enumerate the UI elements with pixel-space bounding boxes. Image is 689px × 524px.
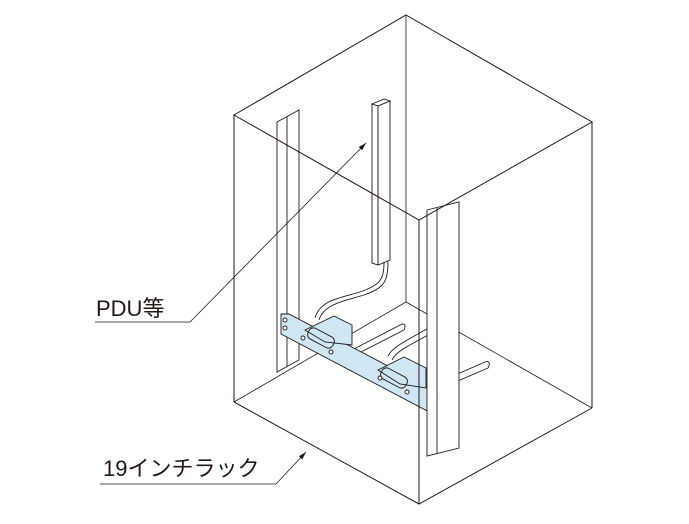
pdu-label: PDU等 — [96, 296, 165, 321]
rack-box-outline — [232, 14, 594, 505]
pdu-unit — [314, 98, 392, 321]
rack-mount-bracket — [280, 313, 444, 415]
rack-label: 19インチラック — [103, 456, 260, 481]
rack-leader-arrow — [100, 451, 307, 485]
pdu-leader-arrow — [95, 142, 367, 323]
right-rack-rail — [426, 201, 460, 457]
leader-lines — [95, 142, 367, 485]
